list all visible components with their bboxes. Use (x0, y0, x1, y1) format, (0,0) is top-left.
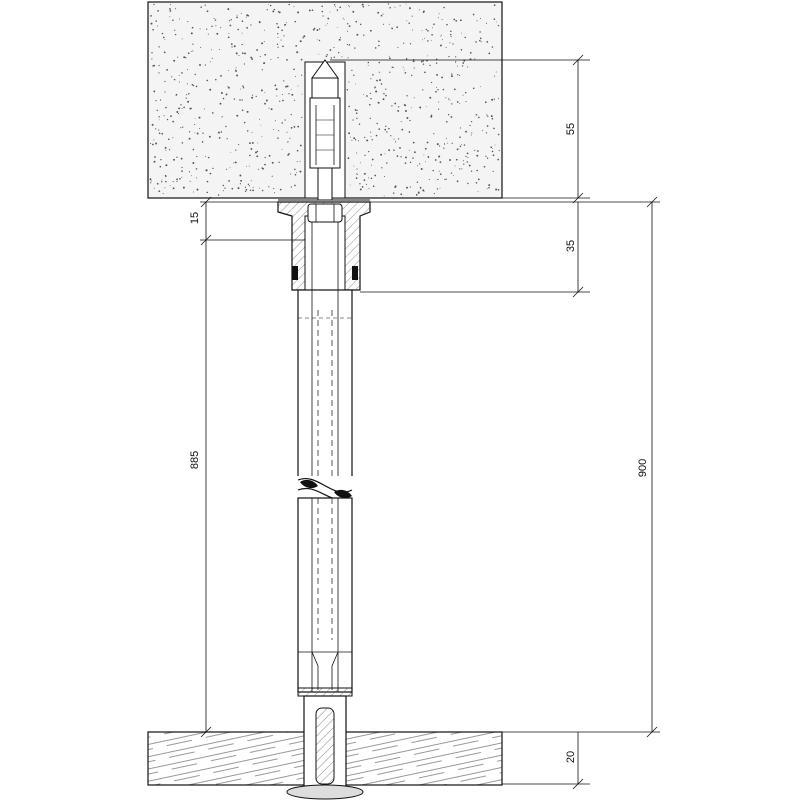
hex-nut (307, 203, 343, 223)
bottom-plug (286, 695, 364, 800)
break-symbol (292, 476, 358, 501)
anchor-sleeve (311, 77, 339, 99)
dim-anchor-depth: 55 (565, 123, 577, 135)
lower-collar (297, 687, 353, 697)
anchor-body (309, 97, 341, 169)
plug-pin (315, 707, 335, 785)
top-socket (277, 199, 371, 295)
ceiling-anchor (304, 59, 346, 201)
concrete-texture (149, 3, 500, 197)
dim-rod-length: 885 (189, 451, 201, 469)
dim-overall-height: 900 (637, 459, 649, 477)
rod-lower (297, 497, 353, 697)
rod-tube-lower (297, 497, 353, 693)
anchor-bolt (317, 167, 333, 201)
dim-top-gap: 15 (189, 212, 201, 224)
gasket-right (352, 266, 358, 280)
socket-bore (304, 215, 346, 295)
rod-upper (297, 222, 353, 491)
dim-socket-depth: 35 (565, 240, 577, 252)
base-plate (286, 784, 364, 800)
rod-tube-upper (297, 289, 353, 491)
gasket-left (292, 266, 298, 280)
dimension-lines (200, 54, 660, 790)
dim-floor-depth: 20 (565, 751, 577, 763)
